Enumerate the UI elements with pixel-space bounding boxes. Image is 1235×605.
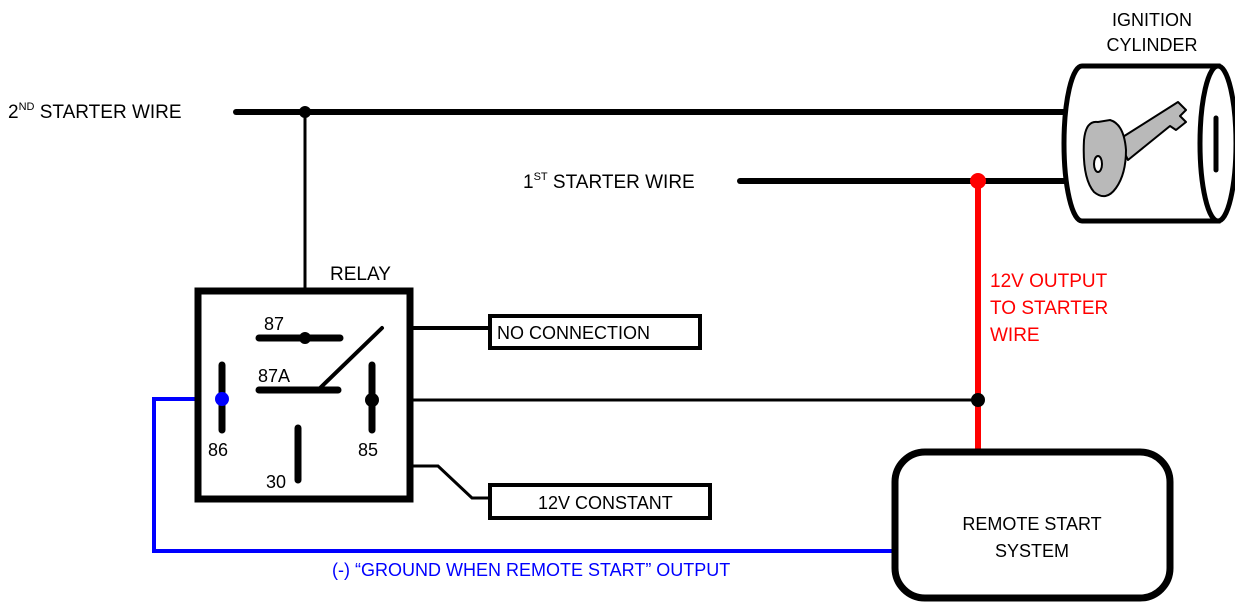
constant-box	[488, 483, 712, 520]
first-wire-prefix: 1	[523, 172, 534, 193]
pin-30-label: 30	[266, 472, 286, 492]
pin-85-label: 85	[358, 440, 378, 460]
remote-start-system: REMOTE START SYSTEM	[891, 448, 1174, 602]
junctions	[215, 106, 986, 407]
key-blade	[1117, 101, 1187, 161]
junction-pin-87	[299, 332, 311, 344]
ignition-cylinder: IGNITION CYLINDER	[1061, 10, 1235, 224]
ignition-label-line2: CYLINDER	[1106, 35, 1197, 55]
output-label-line2: TO STARTER	[990, 298, 1108, 319]
pin-86-label: 86	[208, 440, 228, 460]
ignition-key-icon	[1082, 101, 1187, 198]
constant-label: 12V CONSTANT	[538, 493, 673, 513]
second-starter-wire-label: 2ND STARTER WIRE	[8, 101, 182, 123]
output-label: 12V OUTPUT TO STARTER WIRE	[990, 271, 1108, 346]
junction-first-wire	[970, 173, 986, 189]
relay-switch-arm	[316, 326, 384, 392]
blue-ground-wire	[152, 397, 899, 553]
second-wire-superscript: ND	[19, 101, 35, 113]
ignition-label-line1: IGNITION	[1112, 10, 1192, 30]
constant-box-group: 12V CONSTANT	[488, 483, 712, 520]
relay: RELAY 87 87A 86 85 30	[194, 264, 414, 503]
remote-start-label-line1: REMOTE START	[962, 514, 1101, 534]
junction-pin-85	[365, 393, 379, 407]
first-wire-superscript: ST	[534, 171, 548, 183]
pin-87a-label: 87A	[258, 366, 290, 386]
no-connection-box-group: NO CONNECTION	[488, 314, 702, 350]
relay-body	[194, 287, 414, 503]
ground-output-label: (-) “GROUND WHEN REMOTE START” OUTPUT	[332, 560, 730, 580]
key-bow	[1082, 118, 1128, 198]
remote-start-label-line2: SYSTEM	[995, 541, 1069, 561]
relay-label: RELAY	[330, 264, 391, 285]
second-wire-prefix: 2	[8, 102, 19, 123]
first-starter-wire-label: 1ST STARTER WIRE	[523, 171, 695, 193]
junction-2nd-wire	[299, 106, 311, 118]
first-wire-suffix: STARTER WIRE	[548, 172, 695, 193]
junction-remote-85	[971, 393, 985, 407]
junction-pin-86	[215, 392, 229, 406]
key-hole	[1093, 155, 1103, 173]
remote-start-box	[891, 448, 1174, 602]
no-connection-box	[488, 314, 702, 350]
output-label-line3: WIRE	[990, 325, 1040, 346]
output-label-line1: 12V OUTPUT	[990, 271, 1108, 292]
second-wire-suffix: STARTER WIRE	[34, 102, 181, 123]
no-connection-label: NO CONNECTION	[497, 323, 650, 343]
pin-87-label: 87	[264, 314, 284, 334]
